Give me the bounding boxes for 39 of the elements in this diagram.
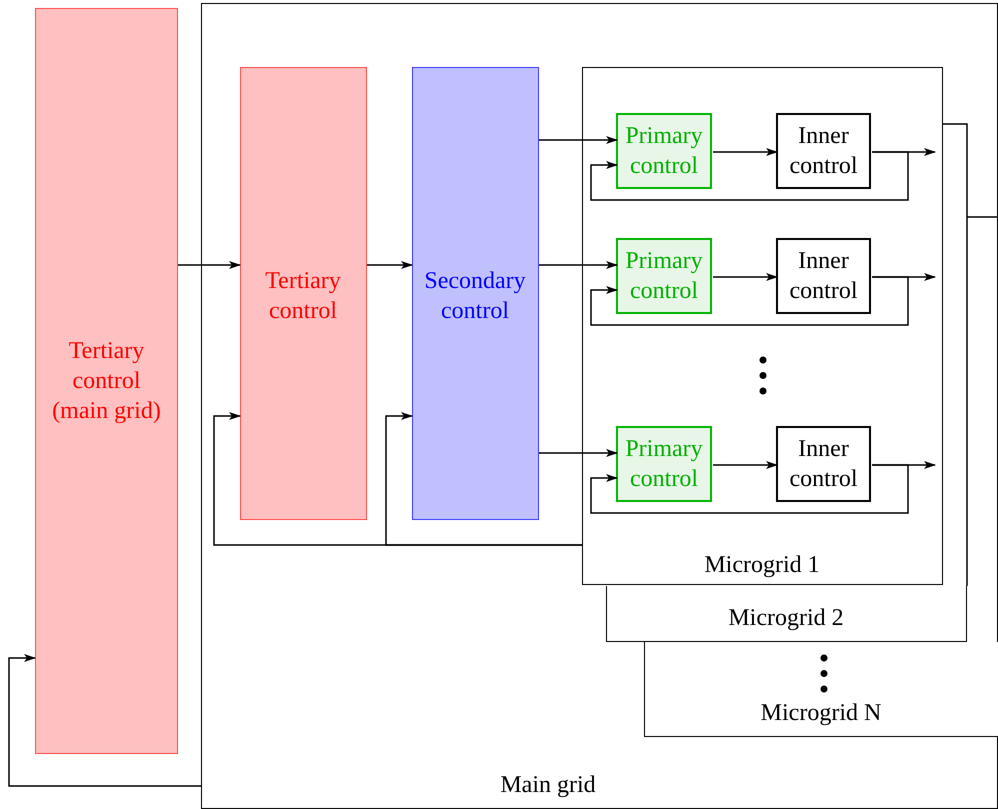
block-label: Inner control bbox=[788, 122, 858, 181]
block-label: Inner control bbox=[788, 435, 858, 494]
arrow bbox=[539, 261, 618, 269]
block-label: Primary control bbox=[624, 122, 704, 181]
arrow bbox=[367, 261, 413, 269]
arrow bbox=[213, 412, 582, 546]
arrow bbox=[8, 654, 201, 787]
main-grid-frame bbox=[201, 3, 998, 809]
control-block bbox=[616, 113, 712, 189]
block-label: Inner control bbox=[788, 247, 858, 306]
block-label: Microgrid N bbox=[760, 698, 882, 728]
control-block bbox=[616, 238, 712, 314]
block-label: Secondary control bbox=[423, 266, 527, 326]
arrow bbox=[590, 464, 909, 514]
microgrid-panel bbox=[606, 586, 966, 642]
control-block bbox=[776, 426, 871, 502]
control-block bbox=[412, 66, 538, 520]
control-block bbox=[776, 238, 871, 314]
arrow bbox=[590, 276, 909, 326]
control-block bbox=[616, 426, 712, 502]
arrow bbox=[178, 261, 241, 269]
arrow bbox=[539, 136, 618, 144]
control-block bbox=[35, 8, 178, 754]
arrow bbox=[590, 151, 909, 201]
control-block bbox=[776, 113, 871, 189]
block-label: Primary control bbox=[624, 247, 704, 306]
microgrid-panel bbox=[582, 66, 942, 584]
microgrid-panel bbox=[644, 642, 998, 736]
arrow bbox=[713, 148, 778, 156]
block-label: Tertiary control (main grid) bbox=[51, 337, 162, 426]
arrow bbox=[539, 449, 618, 457]
arrow bbox=[713, 461, 778, 469]
block-label: Main grid bbox=[500, 771, 596, 800]
block-label: Tertiary control bbox=[264, 266, 342, 326]
block-label: Microgrid 2 bbox=[728, 604, 844, 632]
block-label: Microgrid 1 bbox=[704, 550, 820, 580]
block-label: Primary control bbox=[624, 435, 704, 494]
arrow bbox=[713, 273, 778, 281]
control-block bbox=[240, 66, 366, 520]
